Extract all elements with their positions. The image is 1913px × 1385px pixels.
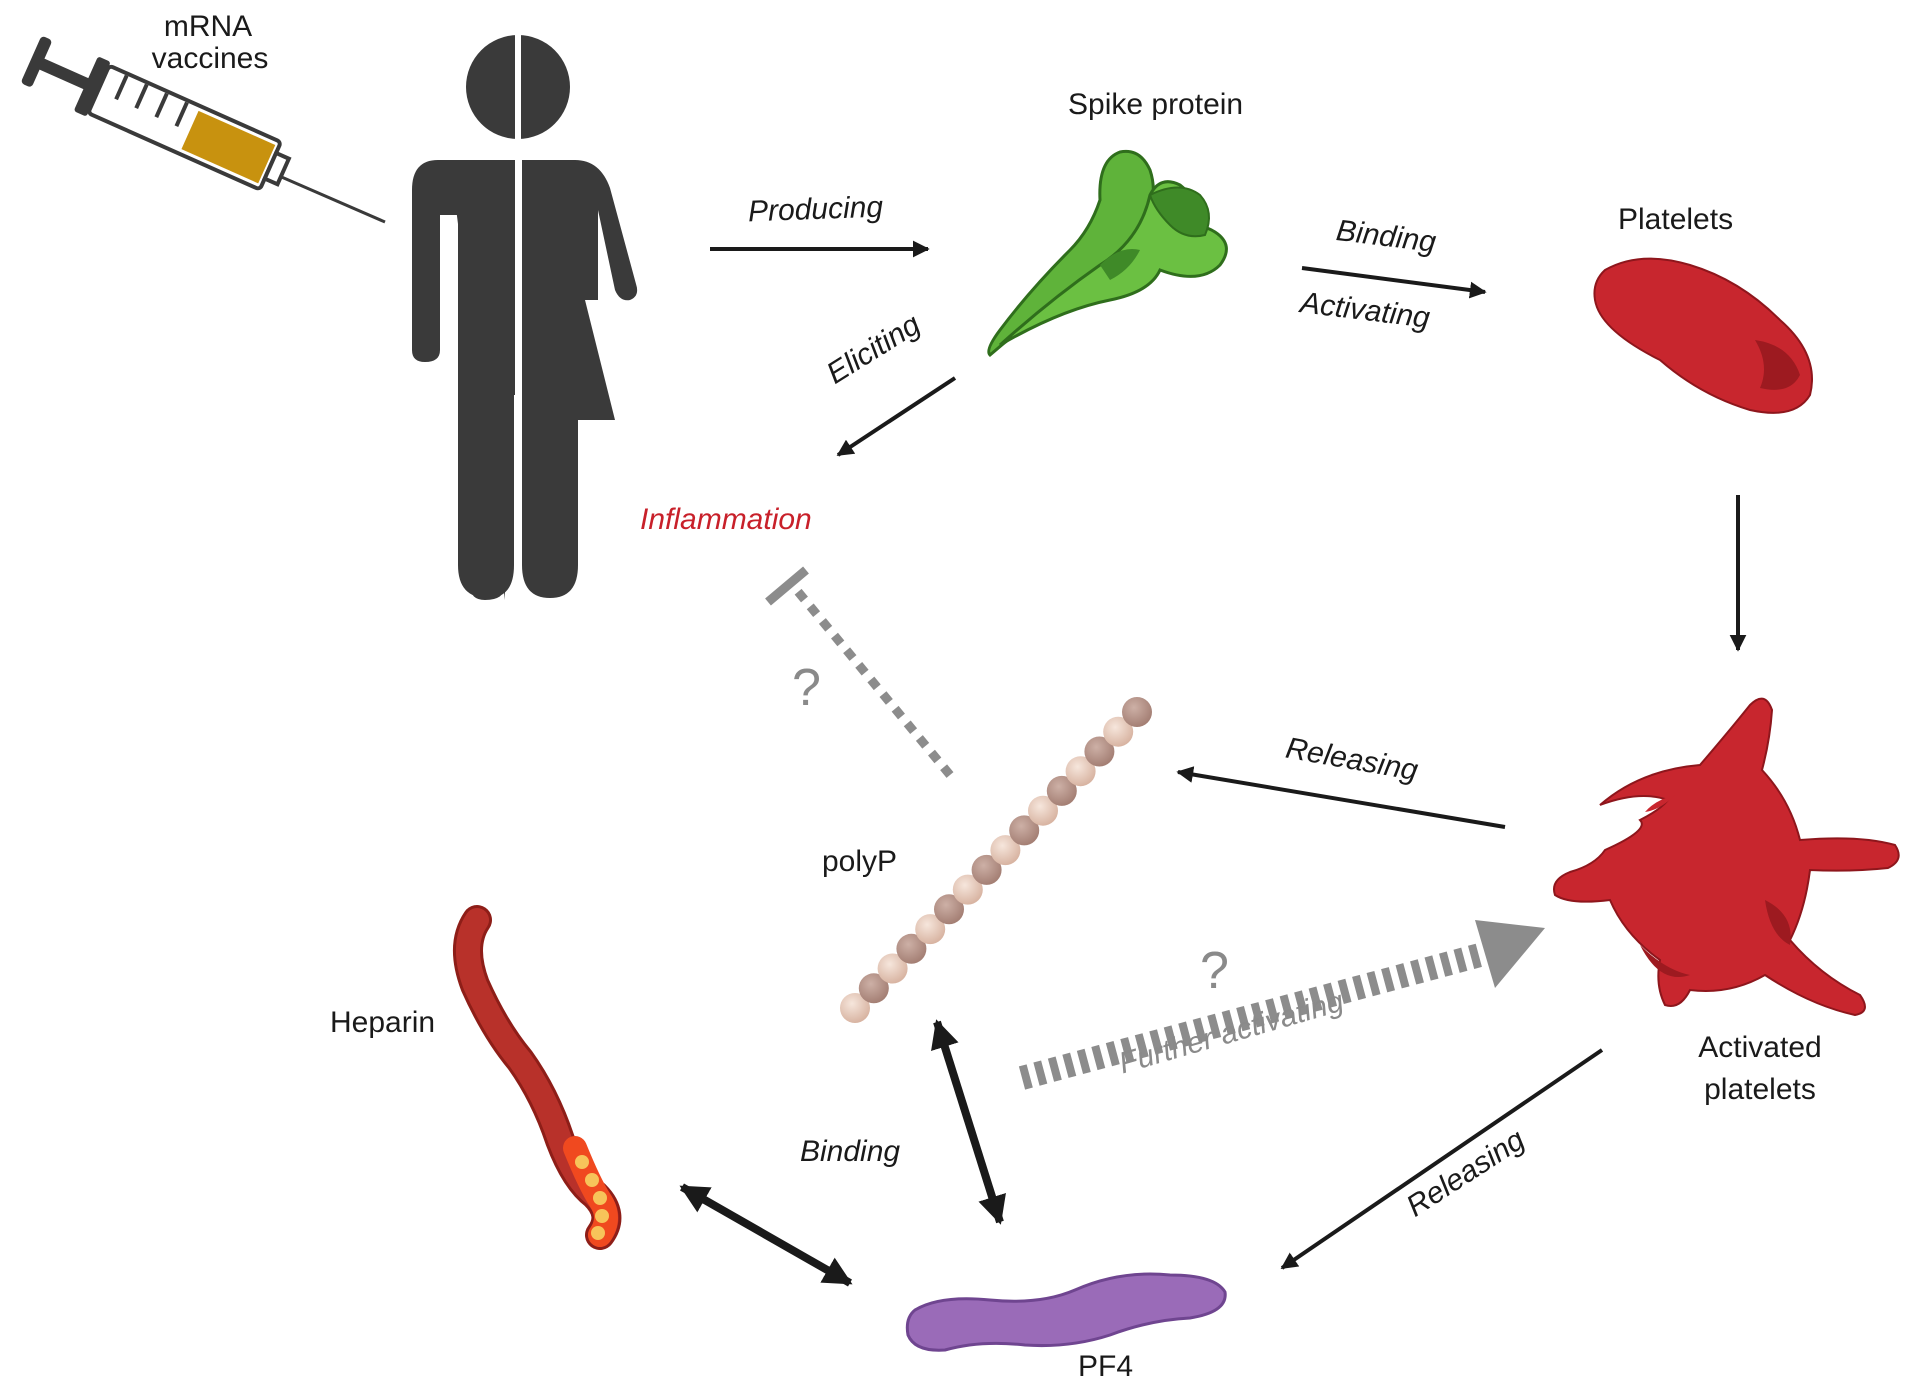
polyp-bead <box>1065 756 1096 787</box>
syringe-icon <box>21 36 386 224</box>
releasing-polyp-arrow <box>1176 766 1506 829</box>
polyp-bead <box>1046 775 1077 806</box>
mrna-label-line1: mRNA <box>163 10 253 43</box>
polyp-bead <box>877 953 908 984</box>
inflammation-label: Inflammation <box>640 503 812 536</box>
platelets-label: Platelets <box>1618 203 1734 236</box>
activated-platelet-icon <box>1553 697 1900 1017</box>
activated-label-line1: Activated <box>1698 1031 1822 1064</box>
polyp-bead <box>915 914 946 945</box>
polyp-bead <box>1122 697 1152 727</box>
polyp-label: polyP <box>822 845 898 878</box>
person-icon <box>412 30 638 600</box>
inhibition-dashed-line <box>765 566 954 778</box>
spike-protein-icon <box>987 149 1228 358</box>
polyp-bead <box>858 973 889 1004</box>
question-mid-label: ? <box>1200 942 1229 1000</box>
pf4-label: PF4 <box>1078 1350 1134 1383</box>
polyp-bead <box>1103 716 1134 747</box>
pf4-icon <box>905 1272 1227 1352</box>
further-activating-arrow <box>1018 920 1545 1090</box>
polyp-bead <box>934 894 964 925</box>
eliciting-arrow <box>836 376 957 457</box>
heparin-pf4-binding-arrow <box>679 1183 853 1287</box>
polyp-bead <box>1009 815 1040 846</box>
producing-label: Producing <box>747 190 884 229</box>
polyp-bead <box>1084 736 1115 767</box>
heparin-icon <box>452 905 622 1250</box>
polyp-bead <box>971 854 1002 885</box>
mrna-label-line2: vaccines <box>151 42 269 75</box>
polyp-bead <box>840 993 870 1023</box>
heparin-label: Heparin <box>330 1006 436 1039</box>
releasing-pf4-arrow <box>1280 1048 1604 1270</box>
spike-protein-label: Spike protein <box>1068 88 1244 121</box>
polyp-pf4-binding-arrow <box>931 1019 1006 1225</box>
activated-label-line2: platelets <box>1704 1073 1816 1106</box>
question-top-label: ? <box>792 659 821 717</box>
binding-activating-arrow <box>1301 266 1487 299</box>
binding-bottom-label: Binding <box>800 1135 901 1168</box>
platelet-icon <box>1593 257 1813 414</box>
polyp-bead <box>1028 795 1058 826</box>
polyp-bead <box>952 874 983 905</box>
polyp-bead <box>896 933 927 964</box>
polyp-chain-icon <box>840 697 1152 1023</box>
polyp-bead <box>990 835 1021 866</box>
